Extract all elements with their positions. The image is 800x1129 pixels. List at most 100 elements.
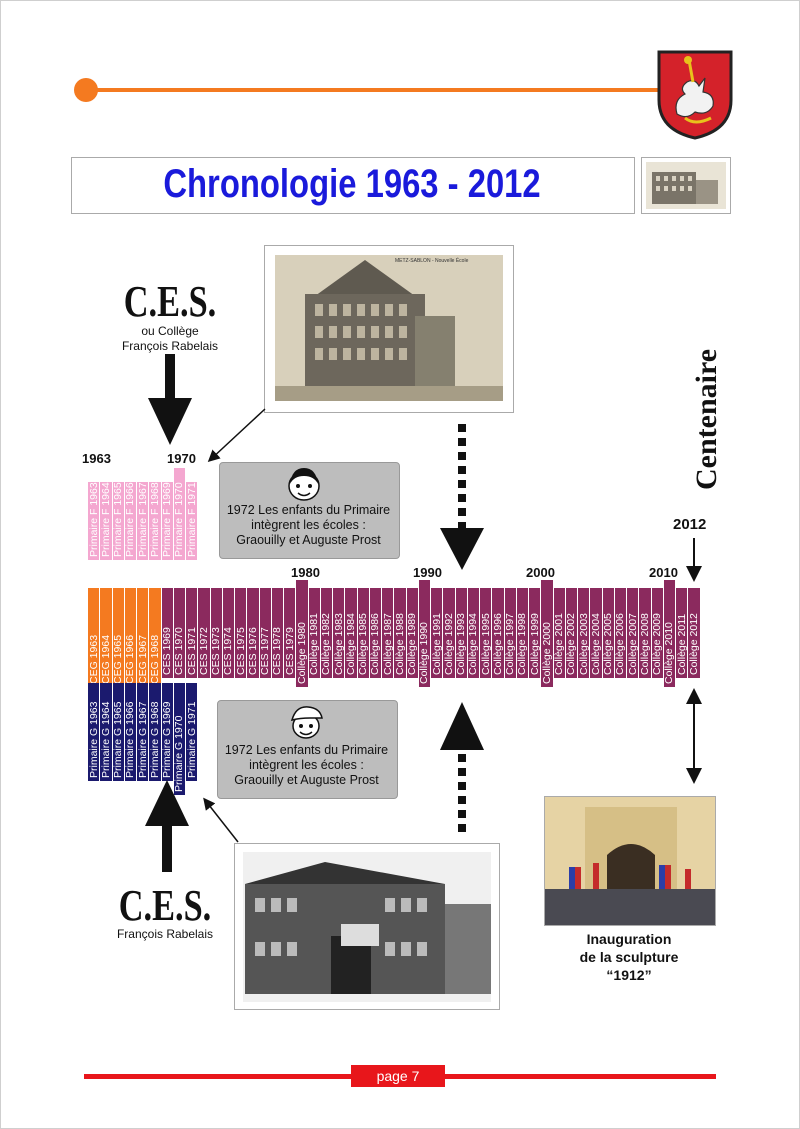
college-bar: Collège 1993 bbox=[455, 588, 467, 678]
inauguration-photo bbox=[544, 796, 716, 926]
bar-label: Primaire F 1969 bbox=[161, 482, 173, 557]
bar-label: CEG 1966 bbox=[124, 634, 136, 684]
bar-label: Primaire F 1968 bbox=[149, 482, 161, 557]
info-bottom-line2: intègrent les écoles : bbox=[249, 758, 364, 772]
bar-label: Primaire F 1963 bbox=[88, 482, 100, 557]
primaire-f-bar: Primaire F 1965 bbox=[112, 482, 124, 560]
college-bar: Collège 2002 bbox=[565, 588, 577, 678]
primaire-f-bar: Primaire F 1968 bbox=[149, 482, 161, 560]
ces-bar: CES 1974 bbox=[222, 588, 234, 678]
college-bar: Collège 1991 bbox=[431, 588, 443, 678]
year-label-1990: 1990 bbox=[413, 565, 442, 580]
bar-label: CEG 1965 bbox=[112, 634, 124, 684]
bar-label: CES 1978 bbox=[271, 627, 283, 675]
primaire-f-bar: Primaire F 1966 bbox=[124, 482, 136, 560]
inauguration-line2: de la sculpture bbox=[579, 949, 679, 965]
inauguration-line1: Inauguration bbox=[586, 931, 672, 947]
college-bar: Collège 2010 bbox=[663, 580, 675, 687]
bar-label: Primaire F 1970 bbox=[173, 482, 185, 557]
bar-label: CES 1971 bbox=[186, 627, 198, 675]
info-bottom-line1: 1972 Les enfants du Primaire bbox=[224, 743, 389, 757]
bar-label: Collège 1982 bbox=[320, 613, 332, 675]
primaire-g-bar: Primaire G 1963 bbox=[88, 683, 100, 781]
ceg-bar: CEG 1967 bbox=[137, 588, 149, 687]
college-bar: Collège 2008 bbox=[639, 588, 651, 678]
bar-label: Collège 2005 bbox=[602, 613, 614, 675]
ces-bar: CES 1978 bbox=[271, 588, 283, 678]
bar-label: Collège 2004 bbox=[590, 613, 602, 675]
primaire-g-bar: Primaire G 1968 bbox=[149, 683, 161, 781]
page-title: Chronologie 1963 - 2012 bbox=[163, 162, 541, 206]
bar-label: CEG 1967 bbox=[137, 634, 149, 684]
bar-label: Collège 1984 bbox=[345, 613, 357, 675]
college-bar: Collège 1990 bbox=[418, 580, 430, 687]
bar-label: Collège 2006 bbox=[614, 613, 626, 675]
bar-label: Collège 1989 bbox=[406, 613, 418, 675]
ceg-bar: CEG 1966 bbox=[124, 588, 136, 687]
primaire-f-bar: Primaire F 1963 bbox=[88, 482, 100, 560]
bar-label: CES 1979 bbox=[284, 627, 296, 675]
year-label-1970: 1970 bbox=[167, 451, 196, 466]
bar-label: CES 1976 bbox=[247, 627, 259, 675]
ces-bar: CES 1969 bbox=[161, 588, 173, 678]
college-bar: Collège 2006 bbox=[614, 588, 626, 678]
year-label-1980: 1980 bbox=[291, 565, 320, 580]
bar-label: CEG 1963 bbox=[88, 634, 100, 684]
bar-label: Primaire G 1969 bbox=[161, 701, 173, 778]
college-bar: Collège 1989 bbox=[406, 588, 418, 678]
bar-label: Primaire G 1971 bbox=[186, 701, 198, 778]
college-bar: Collège 1998 bbox=[516, 588, 528, 678]
primaire-g-bar: Primaire G 1970 bbox=[173, 683, 185, 795]
bar-label: Collège 1994 bbox=[467, 613, 479, 675]
college-bar: Collège 1982 bbox=[320, 588, 332, 678]
college-bar: Collège 1980 bbox=[296, 580, 308, 687]
bar-label: CEG 1968 bbox=[149, 634, 161, 684]
bar-label: CES 1973 bbox=[210, 627, 222, 675]
college-bar: Collège 2009 bbox=[651, 588, 663, 678]
college-bar: Collège 1992 bbox=[443, 588, 455, 678]
bar-label: Primaire G 1970 bbox=[173, 715, 185, 792]
inauguration-caption: Inauguration de la sculpture “1912” bbox=[544, 930, 714, 984]
bar-label: Collège 1992 bbox=[443, 613, 455, 675]
bar-label: Primaire F 1964 bbox=[100, 482, 112, 557]
college-bar: Collège 1995 bbox=[480, 588, 492, 678]
primaire-f-bar: Primaire F 1971 bbox=[186, 482, 198, 560]
bar-label: CES 1974 bbox=[222, 627, 234, 675]
college-bar: Collège 1999 bbox=[529, 588, 541, 678]
college-bar: Collège 1994 bbox=[467, 588, 479, 678]
old-school-photo: METZ-SABLON - Nouvelle École bbox=[264, 245, 514, 413]
header-orange-line bbox=[74, 78, 658, 102]
ces-bar: CES 1971 bbox=[186, 588, 198, 678]
bar-label: Collège 1988 bbox=[394, 613, 406, 675]
bar-label: Collège 1998 bbox=[516, 613, 528, 675]
ces-bar: CES 1972 bbox=[198, 588, 210, 678]
bar-label: Collège 1997 bbox=[504, 613, 516, 675]
bar-label: CES 1969 bbox=[161, 627, 173, 675]
primaire-g-bar: Primaire G 1967 bbox=[137, 683, 149, 781]
college-bar: Collège 1996 bbox=[492, 588, 504, 678]
ces-bar: CES 1977 bbox=[259, 588, 271, 678]
college-bar: Collège 2000 bbox=[541, 580, 553, 687]
bar-label: Collège 2003 bbox=[578, 613, 590, 675]
primaire-g-bar: Primaire G 1969 bbox=[161, 683, 173, 781]
ceg-bar: CEG 1965 bbox=[112, 588, 124, 687]
bar-label: Collège 2002 bbox=[565, 613, 577, 675]
bar-label: Collège 1999 bbox=[529, 613, 541, 675]
ces-bottom-line1: François Rabelais bbox=[116, 927, 214, 941]
bar-label: Primaire G 1965 bbox=[112, 701, 124, 778]
ces-bar: CES 1975 bbox=[235, 588, 247, 678]
bar-label: Primaire F 1965 bbox=[112, 482, 124, 557]
page-number: page 7 bbox=[351, 1065, 445, 1087]
bar-label: CES 1972 bbox=[198, 627, 210, 675]
college-bar: Collège 1987 bbox=[382, 588, 394, 678]
ces-bar: CES 1979 bbox=[284, 588, 296, 678]
year-label-2000: 2000 bbox=[526, 565, 555, 580]
bar-label: Collège 1985 bbox=[357, 613, 369, 675]
primaire-f-bar: Primaire F 1969 bbox=[161, 482, 173, 560]
bar-label: Collège 2000 bbox=[541, 622, 553, 684]
college-bar: Collège 1985 bbox=[357, 588, 369, 678]
ceg-bar: CEG 1968 bbox=[149, 588, 161, 687]
year-label-2010: 2010 bbox=[649, 565, 678, 580]
bar-label: CES 1977 bbox=[259, 627, 271, 675]
